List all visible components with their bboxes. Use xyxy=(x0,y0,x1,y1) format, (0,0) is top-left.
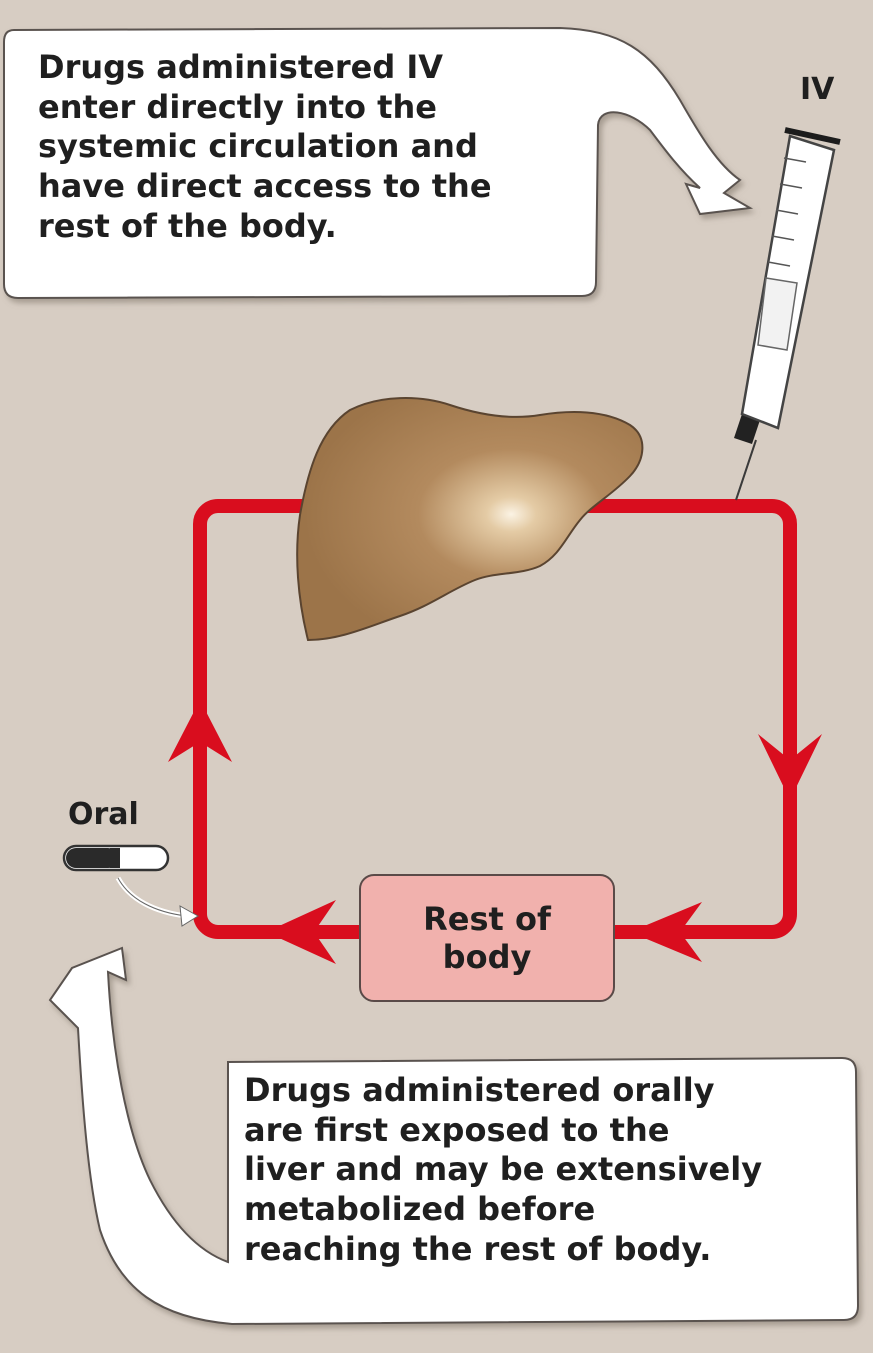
arrow-down-right xyxy=(758,734,822,800)
rest-of-body-label: Rest of body xyxy=(360,875,614,1001)
oral-callout-line: reaching the rest of body. xyxy=(244,1229,712,1268)
arrow-left-right-segment xyxy=(630,902,702,962)
iv-callout-line: rest of the body. xyxy=(38,206,337,245)
iv-callout-line: Drugs administered IV xyxy=(38,48,444,86)
arrow-left-bottom xyxy=(266,900,336,964)
iv-callout-line: have direct access to the xyxy=(38,167,492,206)
oral-callout xyxy=(48,946,860,1326)
iv-callout-text: Drugs administered IV enter directly int… xyxy=(38,48,492,246)
oral-callout-line: liver and may be extensively xyxy=(244,1150,763,1189)
iv-callout xyxy=(3,26,754,300)
oral-label: Oral xyxy=(68,797,139,832)
oral-callout-line: Drugs administered orally xyxy=(244,1071,715,1109)
rest-of-body-line: Rest of xyxy=(423,899,551,938)
iv-label: IV xyxy=(800,72,835,107)
liver-icon xyxy=(296,397,644,642)
pill-icon xyxy=(62,844,170,872)
iv-callout-line: systemic circulation and xyxy=(38,127,478,166)
circulation-arrows xyxy=(168,700,822,964)
syringe-icon xyxy=(734,127,841,501)
oral-callout-line: are first exposed to the xyxy=(244,1110,670,1149)
rest-of-body-box xyxy=(359,874,615,1002)
rest-of-body-line: body xyxy=(442,938,532,976)
iv-callout-line: enter directly into the xyxy=(38,87,437,126)
oral-entry-arrow xyxy=(115,876,199,927)
oral-callout-line: metabolized before xyxy=(244,1190,596,1229)
arrow-up-left xyxy=(168,700,232,762)
oral-callout-text: Drugs administered orally are first expo… xyxy=(244,1071,762,1269)
